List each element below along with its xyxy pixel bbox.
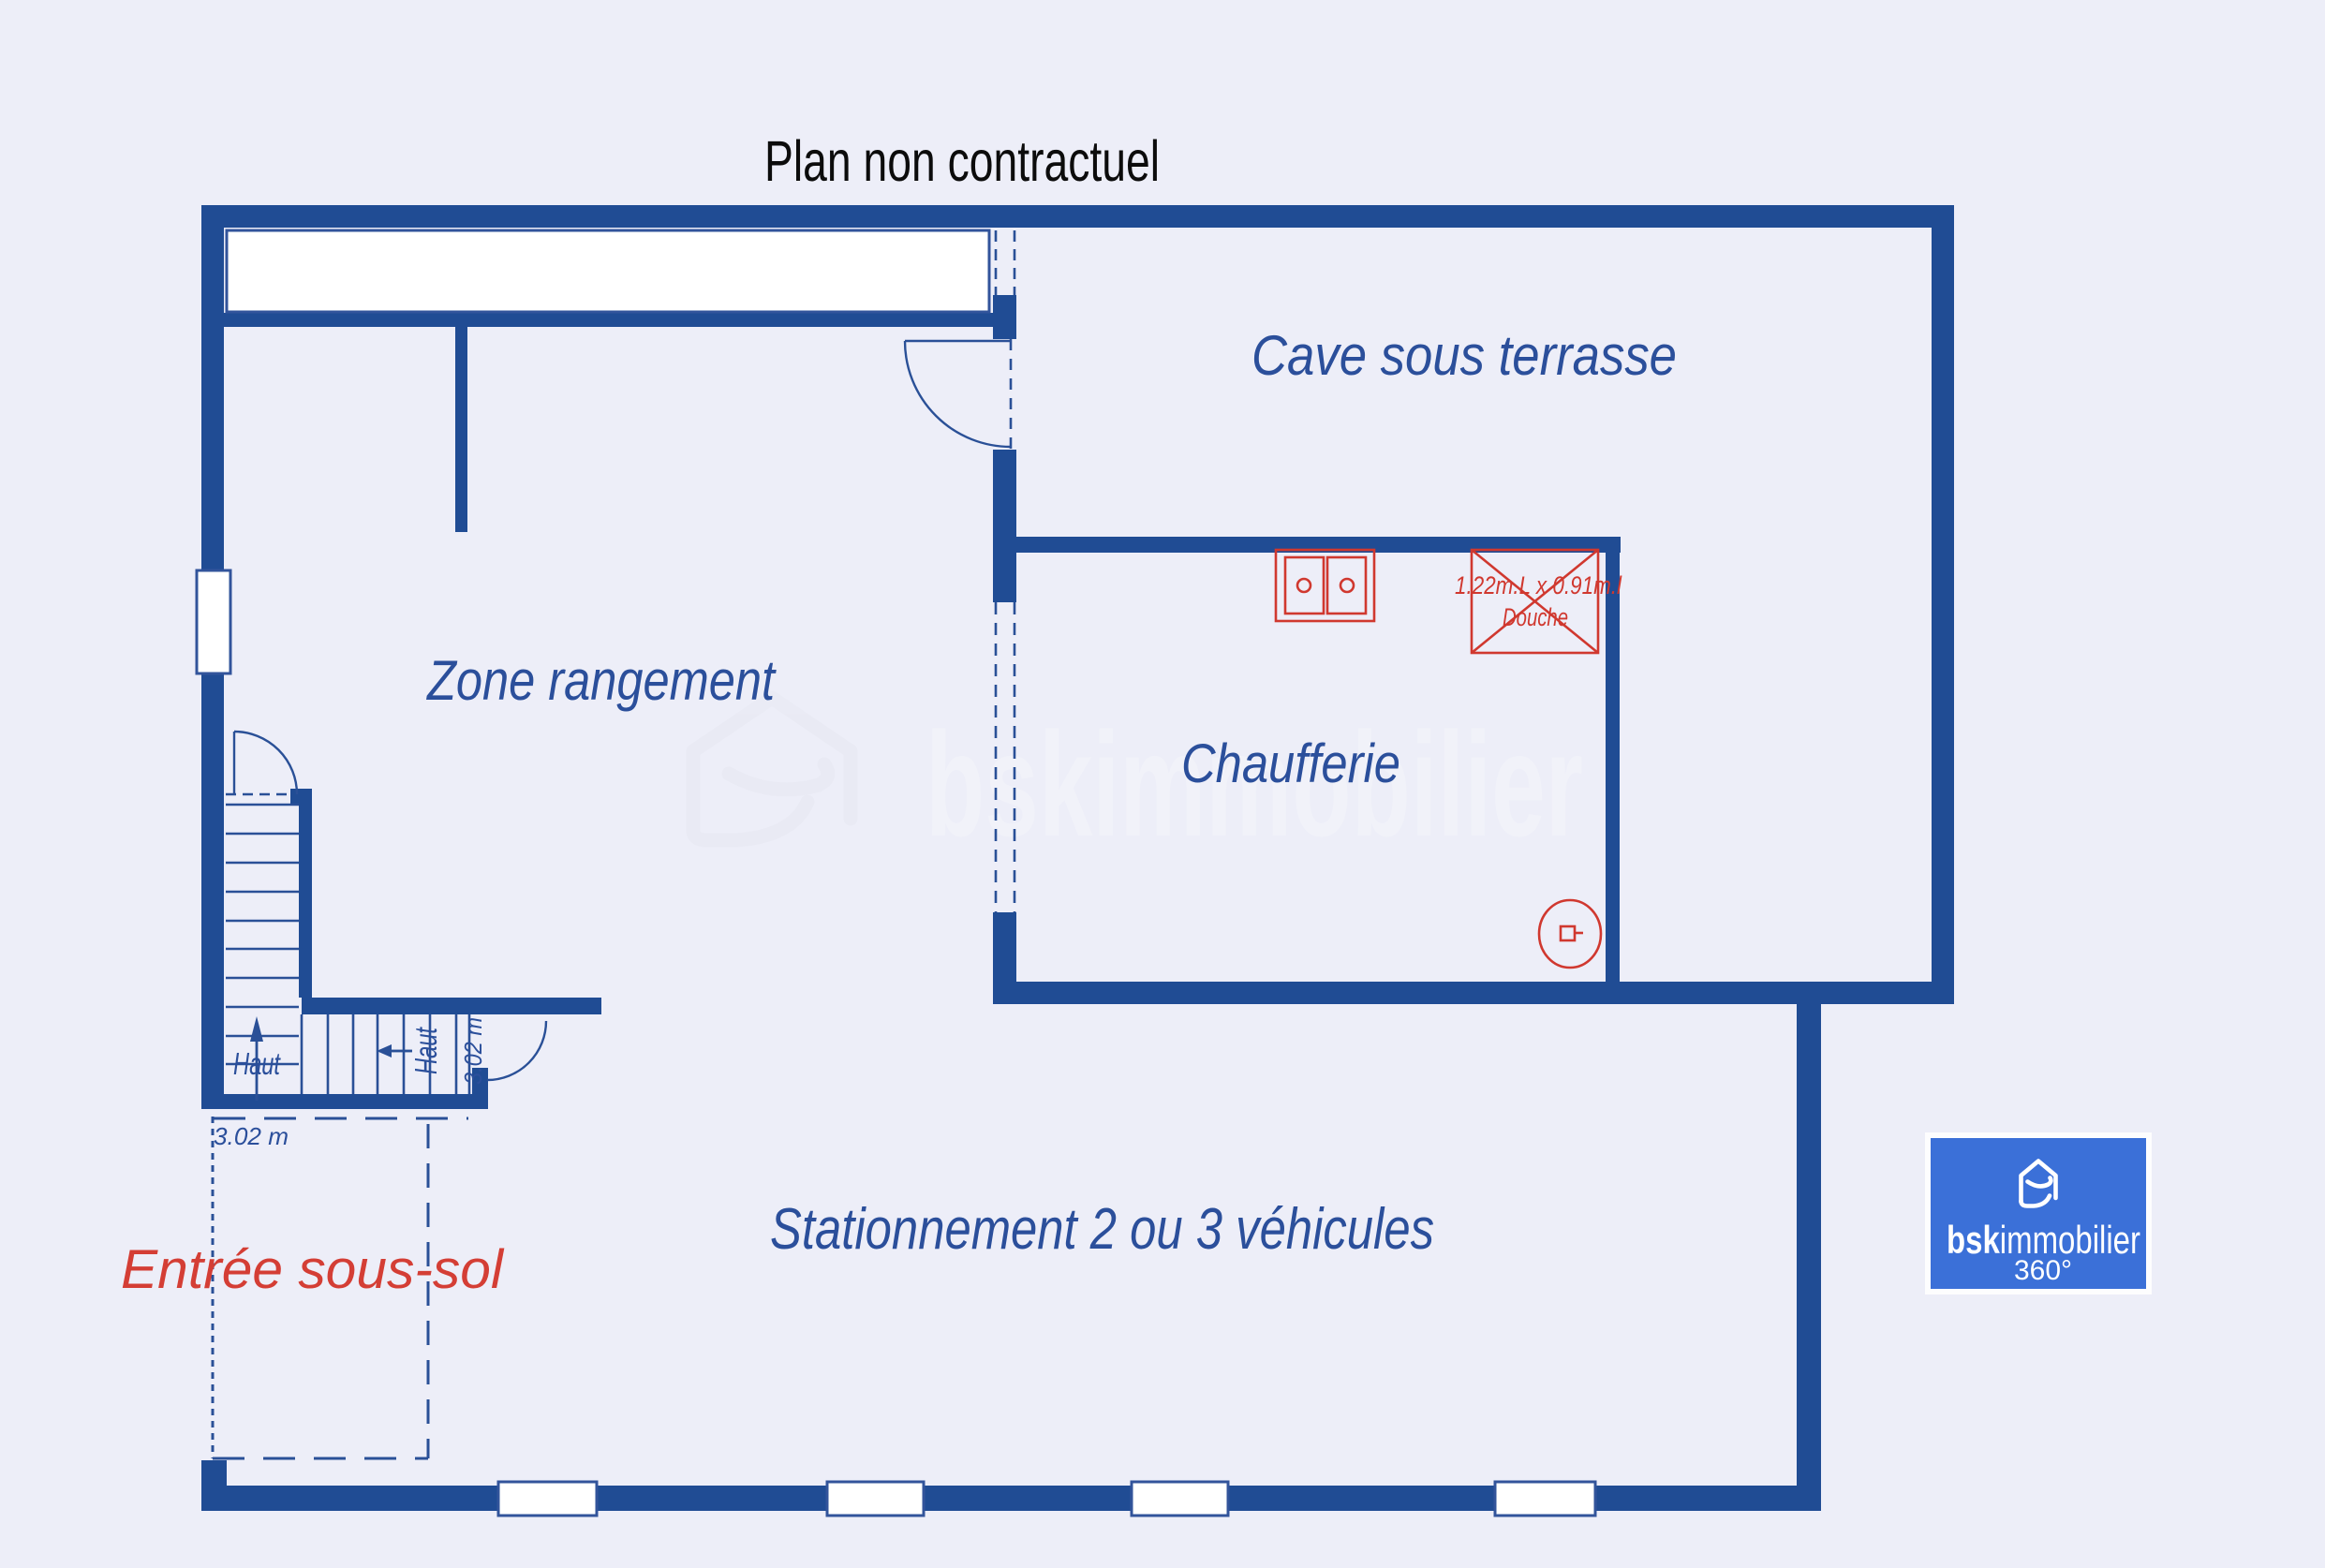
svg-text:Haut: Haut — [233, 1046, 281, 1081]
svg-text:Chaufferie: Chaufferie — [1181, 733, 1400, 794]
svg-text:bskimmobilier: bskimmobilier — [1947, 1218, 2140, 1262]
svg-text:Douche: Douche — [1503, 603, 1568, 631]
svg-text:Plan non contractuel: Plan non contractuel — [764, 129, 1160, 193]
svg-text:Stationnement 2 ou 3 véhicules: Stationnement 2 ou 3 véhicules — [770, 1197, 1434, 1262]
svg-text:Haut: Haut — [408, 1027, 443, 1074]
svg-text:3.02 m: 3.02 m — [459, 1017, 487, 1085]
svg-text:360°: 360° — [2014, 1255, 2072, 1286]
svg-text:Entrée sous-sol: Entrée sous-sol — [121, 1239, 505, 1300]
svg-text:Cave sous terrasse: Cave sous terrasse — [1251, 324, 1677, 387]
svg-text:3.02 m: 3.02 m — [214, 1122, 289, 1150]
svg-text:Zone rangement: Zone rangement — [425, 649, 777, 712]
svg-text:bskimmobilier: bskimmobilier — [926, 703, 1583, 867]
svg-text:1.22m.L x 0.91m.l: 1.22m.L x 0.91m.l — [1455, 571, 1622, 599]
